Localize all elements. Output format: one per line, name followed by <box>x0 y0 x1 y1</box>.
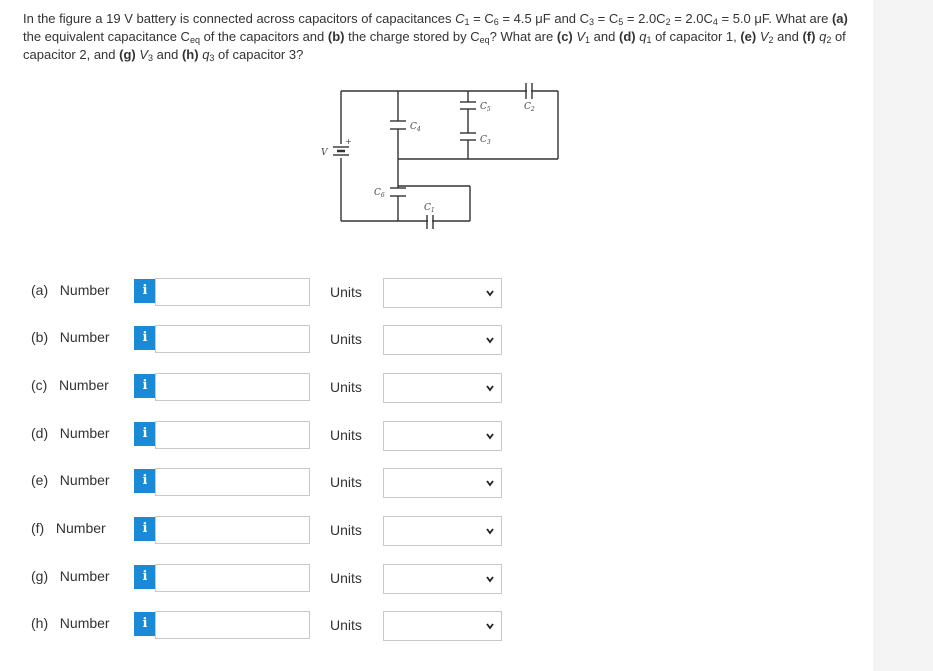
units-dropdown-a[interactable] <box>383 278 502 308</box>
part-label: (f) Number <box>31 520 106 536</box>
chevron-down-icon <box>486 480 494 487</box>
capacitor-c4-symbol <box>390 120 406 130</box>
answer-row-h: (h) Number i Units <box>0 609 873 641</box>
part-label: (a) Number <box>31 282 110 298</box>
c6-label: C6 <box>374 188 385 199</box>
battery-label: V <box>321 148 329 158</box>
chevron-down-icon <box>486 576 494 583</box>
chevron-down-icon <box>486 623 494 630</box>
units-label: Units <box>330 522 362 538</box>
chevron-down-icon <box>486 337 494 344</box>
number-input-e[interactable] <box>155 468 310 496</box>
answer-row-c: (c) Number i Units <box>0 371 873 403</box>
units-dropdown-b[interactable] <box>383 325 502 355</box>
part-label: (g) Number <box>31 568 110 584</box>
units-dropdown-c[interactable] <box>383 373 502 403</box>
battery-symbol <box>333 146 349 156</box>
answer-row-e: (e) Number i Units <box>0 466 873 498</box>
capacitor-c1-symbol <box>426 215 434 229</box>
answer-row-g: (g) Number i Units <box>0 562 873 594</box>
question-card: In the figure a 19 V battery is connecte… <box>0 0 873 671</box>
chevron-down-icon <box>486 528 494 535</box>
units-label: Units <box>330 379 362 395</box>
info-icon[interactable]: i <box>134 612 156 636</box>
units-label: Units <box>330 427 362 443</box>
answer-row-d: (d) Number i Units <box>0 419 873 451</box>
c5-label: C5 <box>480 102 491 113</box>
units-dropdown-f[interactable] <box>383 516 502 546</box>
units-label: Units <box>330 570 362 586</box>
info-icon[interactable]: i <box>134 279 156 303</box>
chevron-down-icon <box>486 433 494 440</box>
circuit-diagram: V + C4 C6 C5 C3 C2 C1 <box>321 83 559 229</box>
units-dropdown-e[interactable] <box>383 468 502 498</box>
part-label: (h) Number <box>31 615 110 631</box>
chevron-down-icon <box>486 290 494 297</box>
info-icon[interactable]: i <box>134 517 156 541</box>
capacitor-c3-symbol <box>460 132 476 141</box>
number-input-d[interactable] <box>155 421 310 449</box>
answer-row-a: (a) Number i Units <box>0 276 873 308</box>
number-input-f[interactable] <box>155 516 310 544</box>
answer-row-f: (f) Number i Units <box>0 514 873 546</box>
info-icon[interactable]: i <box>134 469 156 493</box>
units-label: Units <box>330 331 362 347</box>
units-label: Units <box>330 617 362 633</box>
c1-label: C1 <box>424 203 435 214</box>
number-input-c[interactable] <box>155 373 310 401</box>
units-label: Units <box>330 284 362 300</box>
info-icon[interactable]: i <box>134 326 156 350</box>
chevron-down-icon <box>486 385 494 392</box>
units-dropdown-d[interactable] <box>383 421 502 451</box>
number-input-b[interactable] <box>155 325 310 353</box>
capacitor-c2-symbol <box>525 83 533 99</box>
part-label: (b) Number <box>31 329 110 345</box>
part-label: (d) Number <box>31 425 110 441</box>
part-label: (c) Number <box>31 377 109 393</box>
capacitor-c6-symbol <box>390 187 406 197</box>
number-input-h[interactable] <box>155 611 310 639</box>
info-icon[interactable]: i <box>134 374 156 398</box>
c4-label: C4 <box>410 122 421 133</box>
c2-label: C2 <box>524 102 535 113</box>
part-label: (e) Number <box>31 472 110 488</box>
answer-row-b: (b) Number i Units <box>0 323 873 355</box>
battery-plus-label: + <box>345 137 352 146</box>
info-icon[interactable]: i <box>134 565 156 589</box>
number-input-g[interactable] <box>155 564 310 592</box>
c3-label: C3 <box>480 135 491 146</box>
info-icon[interactable]: i <box>134 422 156 446</box>
number-input-a[interactable] <box>155 278 310 306</box>
capacitor-c5-symbol <box>460 101 476 110</box>
units-dropdown-h[interactable] <box>383 611 502 641</box>
question-text: In the figure a 19 V battery is connecte… <box>23 11 848 63</box>
units-dropdown-g[interactable] <box>383 564 502 594</box>
units-label: Units <box>330 474 362 490</box>
